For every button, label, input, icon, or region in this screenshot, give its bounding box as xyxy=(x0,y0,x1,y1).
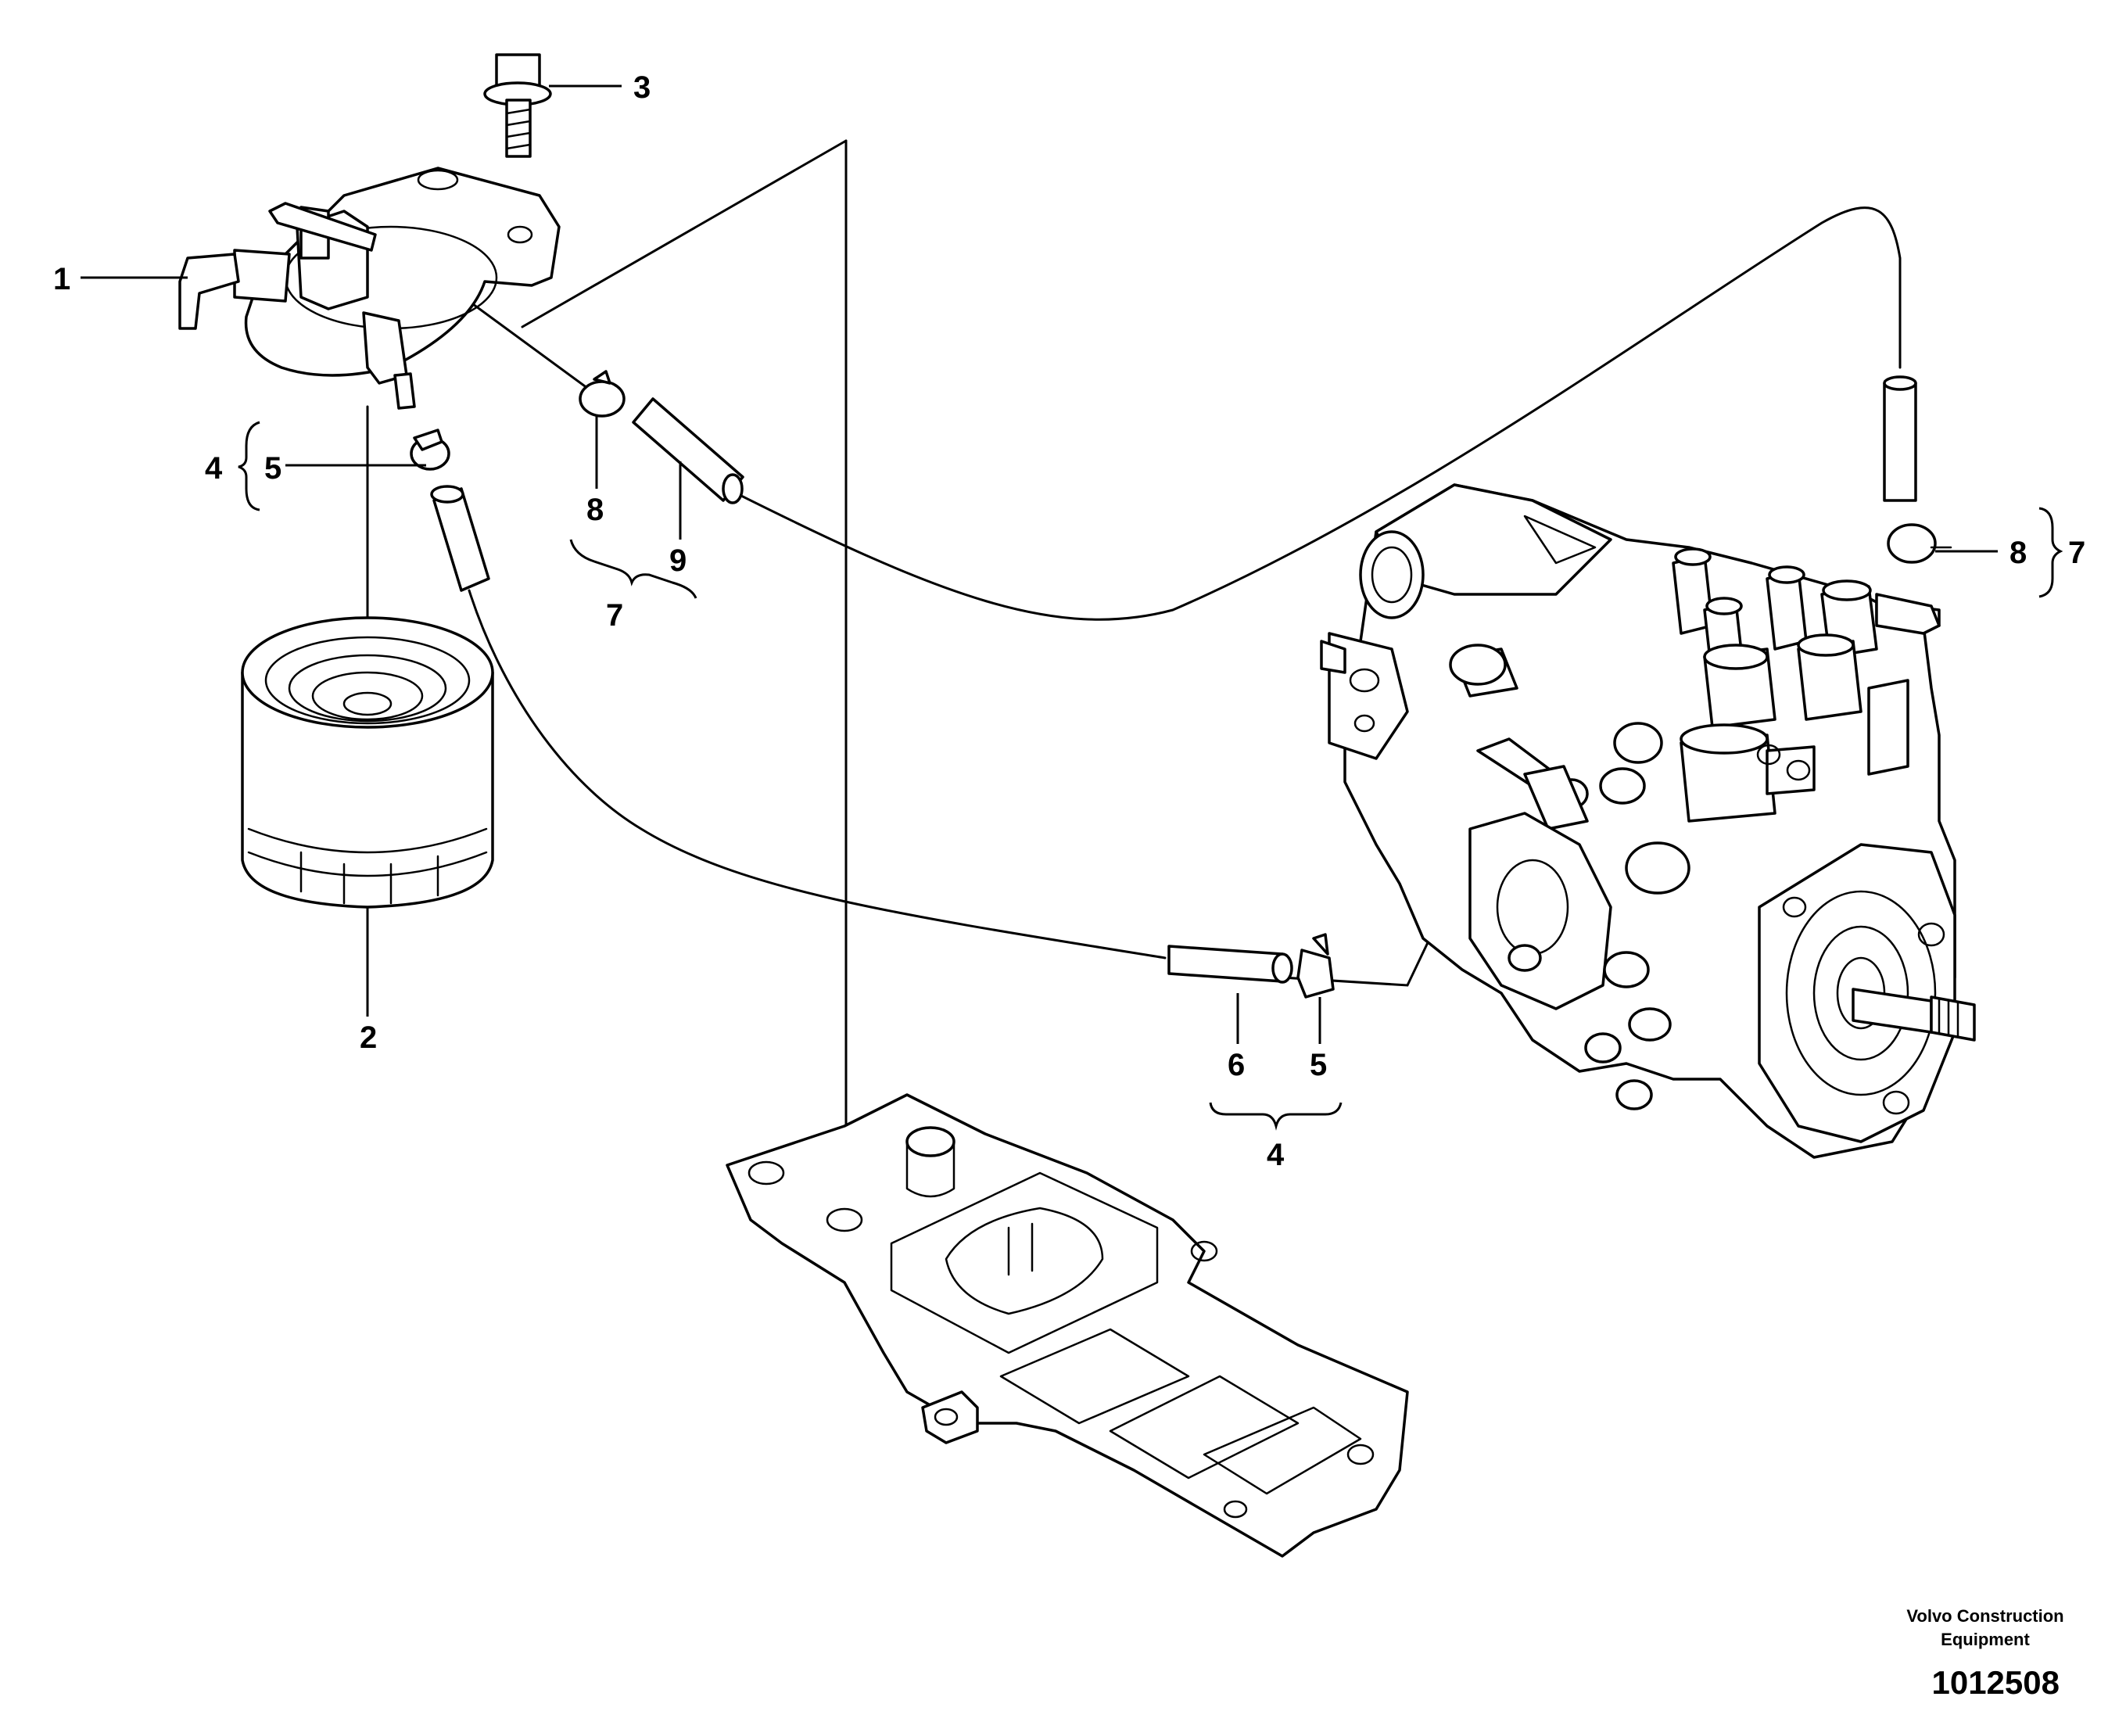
callout-7-right: 7 xyxy=(2068,536,2085,570)
hose-clamp-mid xyxy=(579,370,626,418)
callout-4-top: 4 xyxy=(205,451,223,486)
fuel-filter-element xyxy=(241,616,494,909)
callout-9: 9 xyxy=(669,543,687,578)
callout-3: 3 xyxy=(633,70,651,105)
callout-2: 2 xyxy=(360,1020,377,1055)
callout-8-right: 8 xyxy=(2009,536,2027,570)
bolt xyxy=(483,53,552,158)
hose-lower xyxy=(1167,945,1293,984)
hose-clamp-lower xyxy=(1296,933,1335,999)
mounting-bracket xyxy=(726,1093,1409,1558)
figure-number: 1012508 xyxy=(1931,1664,2060,1701)
callout-1: 1 xyxy=(53,262,70,296)
hose-left xyxy=(430,485,490,592)
callout-7-mid: 7 xyxy=(606,598,623,633)
fuel-filter-head xyxy=(178,167,561,410)
hose-clamp-right xyxy=(1887,523,1952,564)
injection-pump xyxy=(1320,483,1976,1159)
leader-lines xyxy=(81,84,2063,1131)
callouts: 1 3 4 5 2 8 9 7 6 5 4 8 7 xyxy=(53,70,2085,1172)
brand-name: Volvo Construction Equipment xyxy=(1906,1606,2064,1649)
callout-8-mid: 8 xyxy=(586,493,604,527)
callout-5-top: 5 xyxy=(264,451,281,486)
hose-mid xyxy=(632,397,744,504)
hose-right-vertical xyxy=(1883,375,1917,502)
callout-5-bottom: 5 xyxy=(1310,1048,1327,1082)
callout-4-bottom: 4 xyxy=(1267,1138,1285,1172)
hose-clamp-left xyxy=(410,429,450,471)
callout-6: 6 xyxy=(1228,1048,1245,1082)
